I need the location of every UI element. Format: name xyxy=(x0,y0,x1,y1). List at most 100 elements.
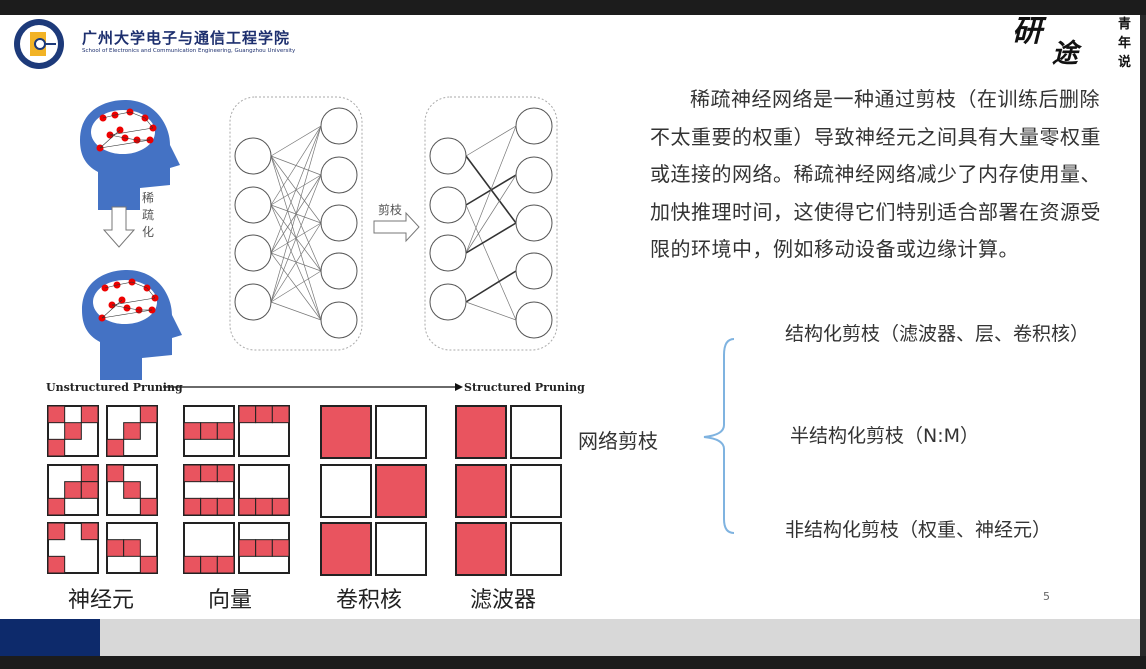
pruned-cell xyxy=(106,464,125,483)
pruned-cell xyxy=(80,522,99,541)
pruned-network-box xyxy=(424,96,558,351)
filter-block xyxy=(455,405,507,459)
prune-label: 剪枝 xyxy=(378,203,403,217)
brain-link xyxy=(101,309,153,319)
footer-bar xyxy=(100,619,1140,656)
input-neuron xyxy=(234,186,272,224)
input-neuron xyxy=(234,137,272,175)
pruned-cell xyxy=(47,405,66,424)
pruned-cell xyxy=(216,555,235,574)
filter-block xyxy=(455,464,507,518)
branch-structured: 结构化剪枝（滤波器、层、卷积核） xyxy=(785,323,1090,345)
brain-link xyxy=(111,304,128,309)
output-neuron xyxy=(320,204,358,242)
pruned-cell xyxy=(216,497,235,516)
network-edge xyxy=(465,270,517,303)
output-neuron xyxy=(320,107,358,145)
pruned-cell xyxy=(216,464,235,483)
axis-right-label: Structured Pruning xyxy=(464,381,585,394)
caption-vector: 向量 xyxy=(208,588,253,613)
brain-link xyxy=(114,111,131,116)
filter-block xyxy=(510,464,562,518)
brain-link xyxy=(126,307,140,311)
brand-char-2: 途 xyxy=(1052,39,1079,69)
axis-left-label: Unstructured Pruning xyxy=(46,381,183,394)
brain-link xyxy=(102,114,116,119)
dense-network-box xyxy=(229,96,363,351)
slide: 广州大学电子与通信工程学院 School of Electronics and … xyxy=(0,15,1140,619)
brain-link xyxy=(146,287,156,299)
pruned-cell xyxy=(271,539,290,557)
head-sparse-brain xyxy=(93,280,157,324)
brain-link xyxy=(104,284,118,289)
axis-arrowhead xyxy=(455,383,463,391)
brain-link xyxy=(99,129,121,149)
kernel-block xyxy=(320,522,372,576)
sparsify-label: 稀疏化 xyxy=(142,191,155,239)
brain-link xyxy=(111,297,156,306)
university-logo xyxy=(14,19,64,69)
pruned-cell xyxy=(80,481,99,499)
branch-semi-structured: 半结构化剪枝（N:M） xyxy=(790,425,980,447)
input-neuron xyxy=(429,186,467,224)
pruned-cell xyxy=(183,464,202,483)
pruned-cell xyxy=(47,555,66,574)
network-edge xyxy=(270,301,322,321)
network-edge xyxy=(270,270,322,303)
network-edge xyxy=(270,125,322,254)
output-neuron xyxy=(515,156,553,194)
pruned-cell xyxy=(106,438,125,457)
pruned-cell xyxy=(200,464,218,483)
brain-link xyxy=(109,134,126,139)
network-edge xyxy=(465,301,517,321)
caption-kernel: 卷积核 xyxy=(336,588,403,613)
network-edge xyxy=(465,125,517,254)
pruned-cell xyxy=(64,481,82,499)
pruned-cell xyxy=(200,555,218,574)
pruned-cell xyxy=(139,555,158,574)
pruned-cell xyxy=(106,539,125,557)
network-edge xyxy=(465,125,517,157)
output-neuron xyxy=(320,252,358,290)
pruned-cell xyxy=(216,422,235,440)
pruned-cell xyxy=(183,422,202,440)
network-edge xyxy=(465,204,517,321)
pruned-cell xyxy=(64,422,82,440)
brain-link xyxy=(124,137,138,141)
pruned-cell xyxy=(47,497,66,516)
input-neuron xyxy=(429,137,467,175)
pruned-cell xyxy=(123,422,141,440)
input-neuron xyxy=(429,234,467,272)
brain-link xyxy=(129,111,146,119)
input-neuron xyxy=(234,234,272,272)
pruned-cell xyxy=(255,497,273,516)
kernel-block xyxy=(320,405,372,459)
kernel-block xyxy=(375,522,427,576)
pruned-cell xyxy=(200,497,218,516)
network-edge xyxy=(270,222,322,303)
network-edge xyxy=(465,174,517,254)
caption-neuron: 神经元 xyxy=(68,588,135,613)
kernel-block xyxy=(375,464,427,518)
pruned-cell xyxy=(123,481,141,499)
pruned-cell xyxy=(238,539,257,557)
output-neuron xyxy=(515,204,553,242)
branch-unstructured: 非结构化剪枝（权重、神经元） xyxy=(785,519,1052,541)
pruned-cell xyxy=(255,405,273,424)
filter-block xyxy=(455,522,507,576)
pruned-cell xyxy=(139,405,158,424)
network-edge xyxy=(270,125,322,206)
window-edge xyxy=(1140,15,1146,656)
pruned-cell xyxy=(80,464,99,483)
input-neuron xyxy=(429,283,467,321)
pruning-figure xyxy=(47,96,562,576)
kernel-block xyxy=(375,405,427,459)
output-neuron xyxy=(320,301,358,339)
pruned-cell xyxy=(183,497,202,516)
caption-filter: 滤波器 xyxy=(470,588,537,613)
network-edge xyxy=(270,125,322,303)
filter-block xyxy=(510,405,562,459)
brand-watermark: 研 途 青年说 xyxy=(1012,15,1137,77)
brain-link xyxy=(99,139,151,149)
output-neuron xyxy=(320,156,358,194)
